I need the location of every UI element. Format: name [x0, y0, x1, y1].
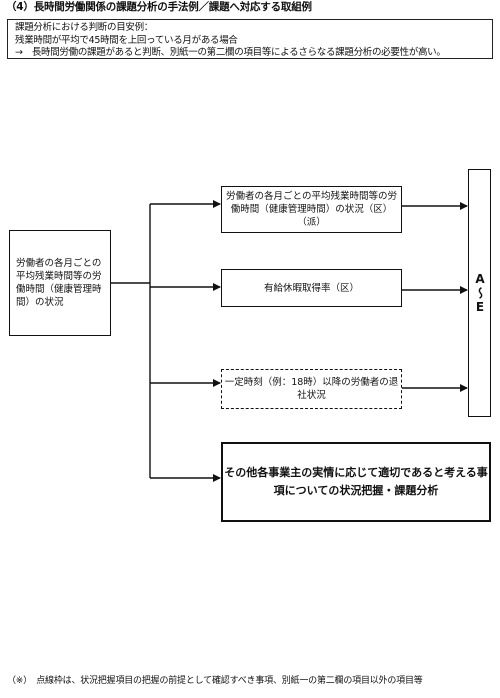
criteria-line-3: → 長時間労働の課題があると判断、別紙一の第二欄の項目等によるさらなる課題分析の… — [15, 47, 446, 58]
source-box-text: 労働者の各月ごとの平均残業時間等の労働時間（健康管理時間）の状況 — [16, 258, 102, 308]
footnote: （※） 点線枠は、状況把握項目の把握の前提として確認すべき事項、別紙一の第二欄の… — [7, 676, 423, 686]
item-box-3-dashed: 一定時刻（例：18時）以降の労働者の退社状況 — [221, 369, 402, 409]
target-box-text: A～E — [473, 271, 487, 315]
item-box-2-text: 有給休暇取得率（区） — [263, 282, 359, 294]
criteria-line-1: 課題分析における判断の目安例： — [15, 22, 154, 33]
item-box-3-text: 一定時刻（例：18時）以降の労働者の退社状況 — [224, 377, 399, 401]
section-heading: （4）長時間労働関係の課題分析の手法例／課題へ対応する取組例 — [6, 1, 312, 13]
criteria-line-2: 残業時間が平均で45時間を上回っている月がある場合 — [15, 34, 238, 46]
item-box-4-text: その他各事業主の実情に応じて適切であると考える事項についての状況把握・課題分析 — [224, 466, 488, 497]
item-box-2: 有給休暇取得率（区） — [221, 269, 402, 307]
item-box-1: 労働者の各月ごとの平均残業時間等の労働時間（健康管理時間）の状況（区）（派） — [221, 186, 402, 233]
source-box: 労働者の各月ごとの平均残業時間等の労働時間（健康管理時間）の状況 — [9, 230, 111, 336]
target-box-a-e: A～E — [468, 169, 491, 417]
item-box-1-text: 労働者の各月ごとの平均残業時間等の労働時間（健康管理時間）の状況（区）（派） — [226, 191, 397, 228]
item-box-4-bold: その他各事業主の実情に応じて適切であると考える事項についての状況把握・課題分析 — [221, 442, 491, 522]
criteria-box: 課題分析における判断の目安例： 残業時間が平均で45時間を上回っている月がある場… — [7, 19, 493, 59]
